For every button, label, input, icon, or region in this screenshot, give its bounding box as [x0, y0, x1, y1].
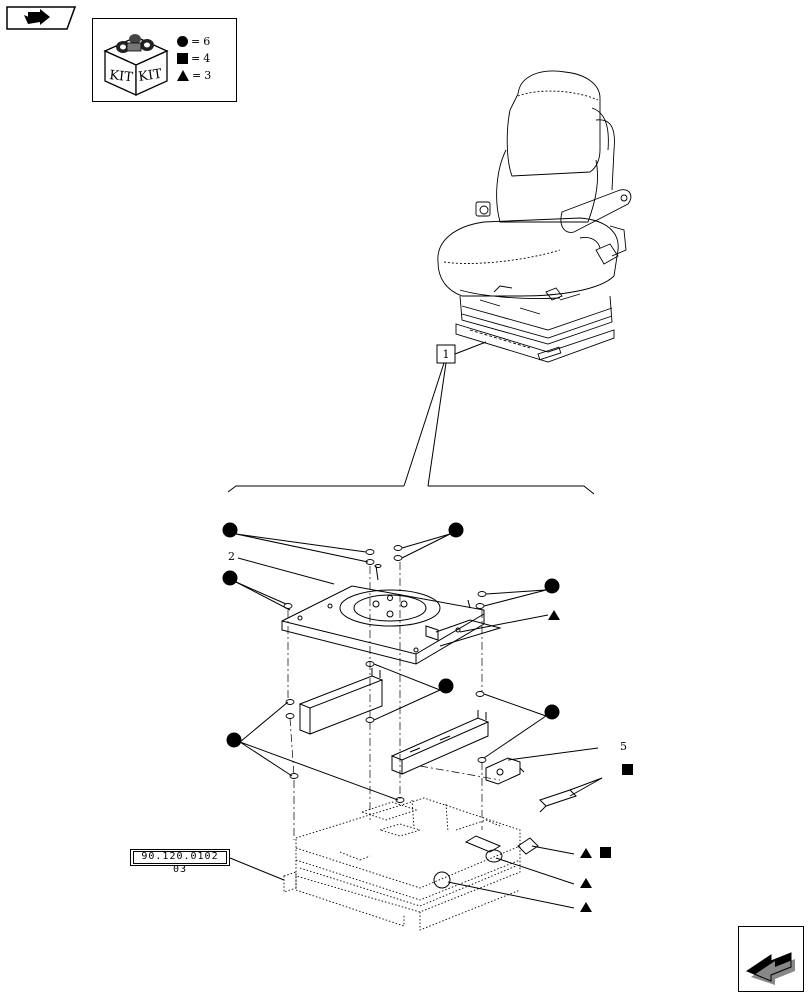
legend-equals: = [192, 69, 202, 82]
kit-legend: = 6 = 4 = 3 [177, 33, 211, 84]
legend-count-triangle: 3 [204, 69, 212, 82]
center-lines [287, 562, 501, 840]
right-slide-rail [390, 710, 490, 775]
back-arrow-icon [6, 6, 77, 30]
callout-1-label: 1 [443, 348, 450, 361]
bracket-part-5 [485, 757, 525, 785]
kit-label-left: KIT [109, 68, 134, 85]
legend-row-circle: = 6 [177, 33, 211, 50]
triangle-marker-icon [580, 848, 592, 858]
next-page-button[interactable] [738, 926, 804, 992]
lever-part [539, 777, 603, 813]
seat-base-reference [283, 797, 521, 931]
left-slide-rail [298, 668, 384, 735]
reference-code-text: 90.120.0102 03 [141, 851, 219, 875]
kit-package-icon: KIT KIT [103, 34, 169, 97]
callout-2-label: 2 [228, 550, 235, 563]
legend-count-square: 4 [203, 52, 211, 65]
reference-code-link[interactable]: 90.120.0102 03 [130, 849, 230, 875]
washers [283, 545, 487, 803]
square-marker-icon [622, 764, 633, 775]
next-arrow-icon [745, 952, 795, 985]
kit-legend-box: KIT KIT = 6 = 4 = 3 [92, 18, 237, 102]
square-marker-icon [600, 847, 611, 858]
swivel-plate [281, 564, 502, 665]
circle-markers [222, 522, 560, 801]
triangle-marker-icon [580, 902, 592, 912]
triangle-marker-icon [548, 610, 560, 620]
legend-equals: = [191, 35, 201, 48]
callout-5-label: 5 [620, 740, 627, 753]
kit-label-right: KIT [137, 67, 163, 85]
legend-equals: = [191, 52, 201, 65]
legend-row-square: = 4 [177, 50, 211, 67]
triangle-symbol-icon [177, 70, 189, 81]
square-symbol-icon [177, 53, 188, 64]
pin-and-handle-parts [433, 835, 539, 889]
legend-row-triangle: = 3 [177, 67, 211, 84]
triangle-square-markers [459, 610, 633, 912]
circle-symbol-icon [177, 36, 188, 47]
previous-page-button[interactable] [6, 6, 77, 30]
triangle-marker-icon [580, 878, 592, 888]
legend-count-circle: 6 [203, 35, 211, 48]
seat-illustration [437, 70, 632, 363]
